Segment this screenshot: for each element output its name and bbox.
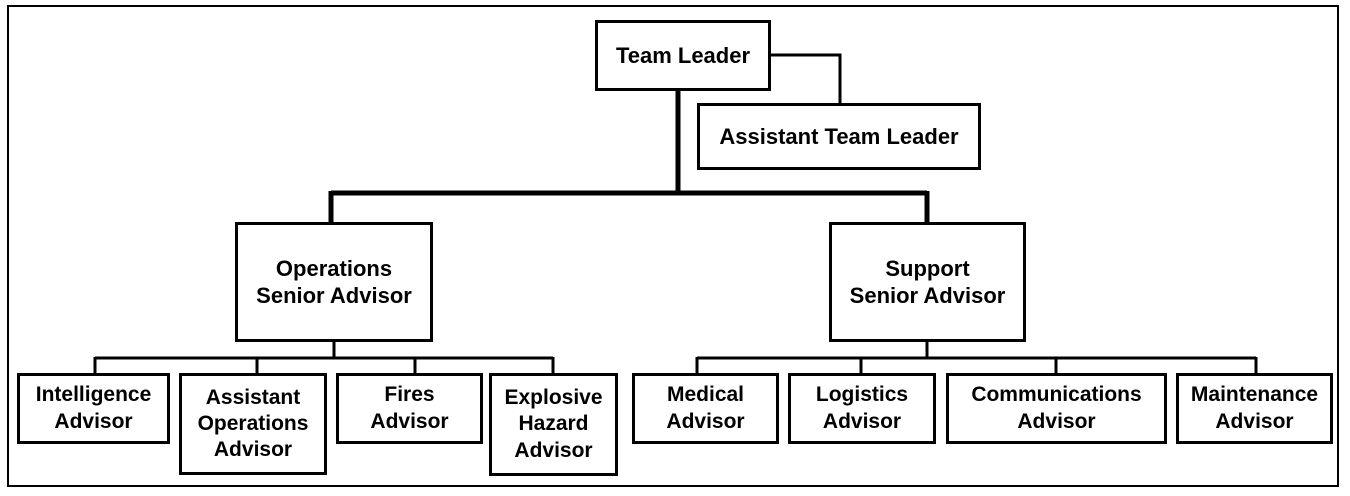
explosive-hazard-advisor-box: Explosive Hazard Advisor xyxy=(489,373,618,476)
logistics-advisor-box: Logistics Advisor xyxy=(788,373,936,444)
support-senior-advisor-label: Support Senior Advisor xyxy=(849,255,1006,309)
maintenance-advisor-label: Maintenance Advisor xyxy=(1190,383,1319,433)
fires-advisor-box: Fires Advisor xyxy=(336,373,483,444)
operations-senior-advisor-box: Operations Senior Advisor xyxy=(235,222,433,342)
fires-advisor-label: Fires Advisor xyxy=(370,383,449,433)
communications-advisor-box: Communications Advisor xyxy=(946,373,1167,444)
support-senior-advisor-box: Support Senior Advisor xyxy=(829,222,1026,342)
assistant-operations-advisor-label: Assistant Operations Advisor xyxy=(197,385,309,462)
communications-advisor-label: Communications Advisor xyxy=(971,383,1142,433)
connector-assistant xyxy=(770,53,842,103)
team-leader-box: Team Leader xyxy=(595,20,771,91)
team-leader-label: Team Leader xyxy=(615,42,751,68)
medical-advisor-label: Medical Advisor xyxy=(666,383,745,433)
assistant-team-leader-box: Assistant Team Leader xyxy=(697,103,981,170)
logistics-advisor-label: Logistics Advisor xyxy=(815,383,909,433)
assistant-team-leader-label: Assistant Team Leader xyxy=(719,123,959,149)
medical-advisor-box: Medical Advisor xyxy=(632,373,779,444)
explosive-hazard-advisor-label: Explosive Hazard Advisor xyxy=(504,386,603,462)
operations-senior-advisor-label: Operations Senior Advisor xyxy=(256,255,412,309)
intelligence-advisor-box: Intelligence Advisor xyxy=(17,373,170,444)
intelligence-advisor-label: Intelligence Advisor xyxy=(35,383,152,433)
maintenance-advisor-box: Maintenance Advisor xyxy=(1176,373,1333,444)
assistant-operations-advisor-box: Assistant Operations Advisor xyxy=(179,373,327,475)
